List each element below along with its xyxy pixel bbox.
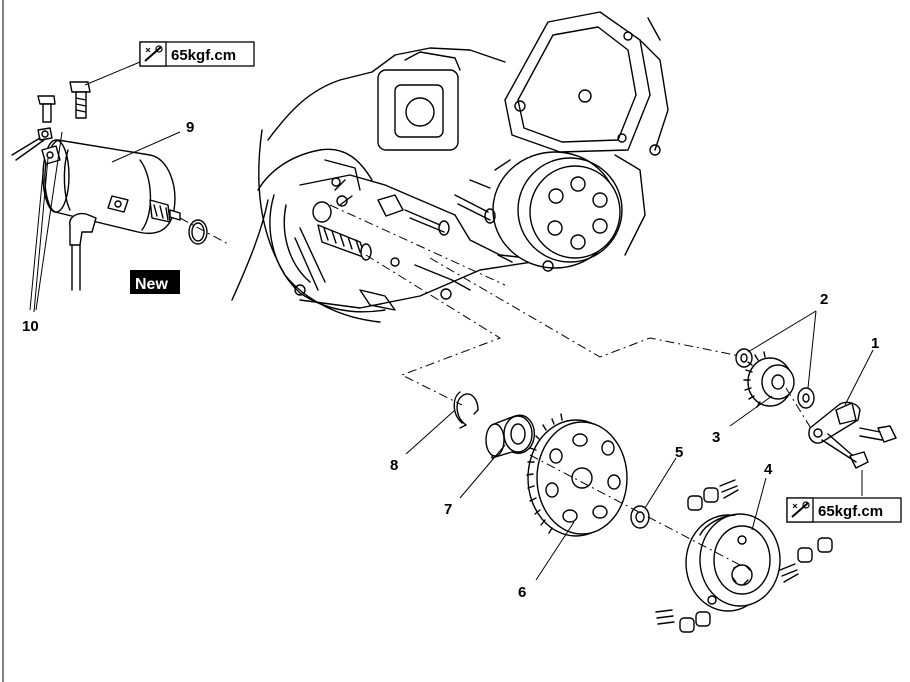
callout-1: 1 <box>871 335 879 352</box>
callout-8: 8 <box>390 457 398 474</box>
leader-lines <box>29 61 874 581</box>
snap-ring <box>453 391 479 429</box>
callout-5: 5 <box>675 444 683 461</box>
callout-6: 6 <box>518 584 526 601</box>
assembly-center-lines <box>329 204 813 566</box>
new-part-badge: New <box>130 270 180 294</box>
idle-gear-assembly <box>735 348 815 409</box>
idle-gear <box>743 351 795 408</box>
torque-box-cover: 65kgf.cm <box>786 497 902 523</box>
torque-value-cover: 65kgf.cm <box>818 503 883 520</box>
starter-driven-gear <box>526 413 628 537</box>
needle-bearing <box>485 414 535 459</box>
torque-box-starter: 65kgf.cm <box>139 41 255 67</box>
starter-clutch <box>655 479 833 633</box>
torque-wrench-icon <box>791 501 810 518</box>
callout-3: 3 <box>712 429 720 446</box>
callout-2: 2 <box>820 291 828 308</box>
torque-value-starter: 65kgf.cm <box>171 47 236 64</box>
starter-motor <box>11 81 231 291</box>
new-badge-label: New <box>135 276 168 293</box>
cover-plate <box>808 401 897 469</box>
callout-9: 9 <box>186 119 194 136</box>
torque-wrench-icon <box>144 45 163 62</box>
callout-4: 4 <box>764 461 773 478</box>
callout-7: 7 <box>444 501 452 518</box>
callout-10: 10 <box>22 318 39 335</box>
callout-numbers: 1 2 3 4 5 6 7 8 9 10 <box>22 119 879 601</box>
engine-crankcase <box>231 11 669 323</box>
